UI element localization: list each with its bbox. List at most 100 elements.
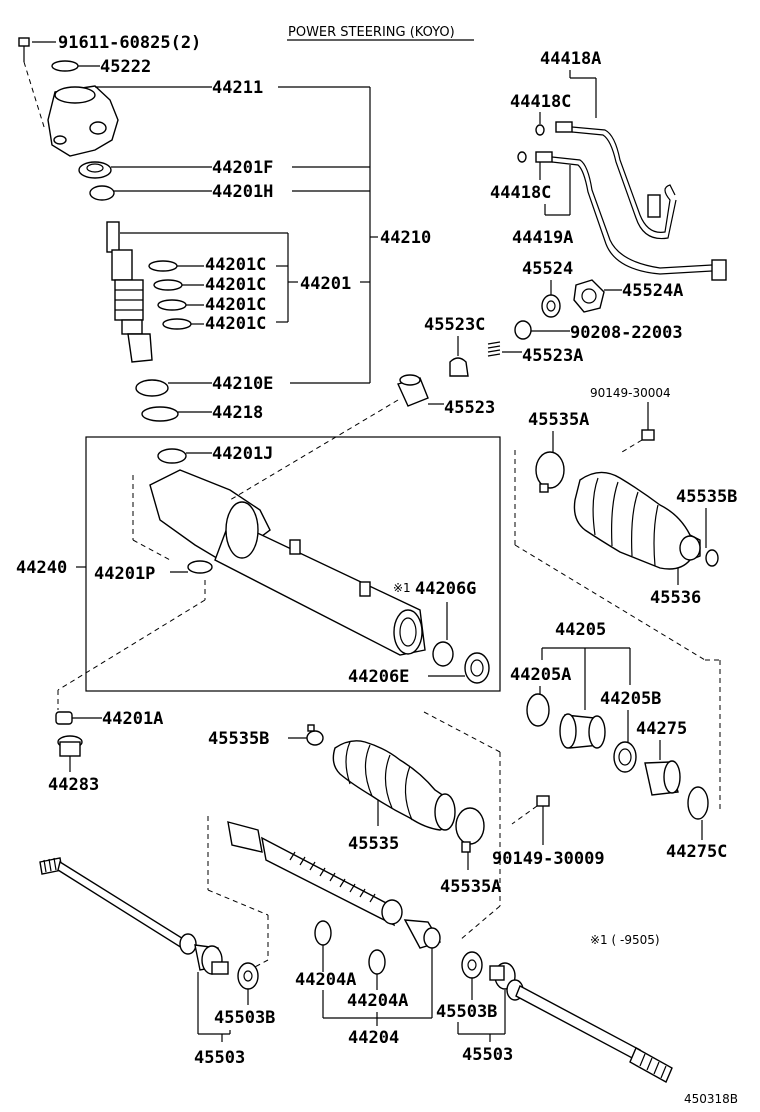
label-45535A-bottom: 45535A — [440, 877, 501, 897]
label-90149-30004: 90149-30004 — [590, 386, 671, 400]
seal-part — [89, 185, 115, 201]
ring-part — [526, 693, 550, 727]
gear-part — [541, 294, 561, 318]
label-44210E: 44210E — [212, 374, 273, 394]
label-45535B-left: 45535B — [208, 729, 269, 749]
plug-part — [55, 711, 73, 725]
label-91611-60825: 91611-60825(2) — [58, 33, 201, 53]
seal-ring-part — [157, 299, 187, 311]
label-44275: 44275 — [636, 719, 687, 739]
nut-part — [135, 379, 169, 397]
label-44204: 44204 — [348, 1028, 399, 1048]
gasket-part — [141, 406, 179, 422]
rack-part — [227, 821, 442, 949]
clamp-part — [455, 807, 485, 853]
label-44206G: 44206G — [415, 579, 476, 599]
boot-part — [573, 471, 701, 570]
bushing-part — [464, 652, 490, 684]
label-44201H: 44201H — [212, 182, 273, 202]
pressure-tube-part — [535, 121, 727, 281]
label-44418A: 44418A — [540, 49, 601, 69]
seal-ring-part — [148, 260, 178, 272]
seal-part — [187, 560, 213, 574]
label-44205B: 44205B — [600, 689, 661, 709]
label-45535A-top: 45535A — [528, 410, 589, 430]
diagram-title: POWER STEERING (KOYO) — [288, 25, 455, 40]
label-45503-left: 45503 — [194, 1048, 245, 1068]
label-90208-22003: 90208-22003 — [570, 323, 683, 343]
label-44283: 44283 — [48, 775, 99, 795]
rack-housing-group-box — [85, 436, 501, 692]
label-45523C: 45523C — [424, 315, 485, 335]
snap-ring-part — [687, 786, 709, 820]
label-44275C: 44275C — [666, 842, 727, 862]
label-44418C-top: 44418C — [510, 92, 571, 112]
label-45536: 45536 — [650, 588, 701, 608]
label-45523: 45523 — [444, 398, 495, 418]
seal-ring-part — [153, 279, 183, 291]
label-45524: 45524 — [522, 259, 573, 279]
seal-part — [432, 641, 454, 667]
label-45523A: 45523A — [522, 346, 583, 366]
o-ring-part — [535, 124, 545, 136]
spring-part — [487, 341, 501, 357]
bearing-part — [157, 448, 187, 464]
label-44218: 44218 — [212, 403, 263, 423]
boot-part — [332, 740, 456, 831]
washer-part — [51, 60, 79, 72]
label-45524A: 45524A — [622, 281, 683, 301]
label-45503-right: 45503 — [462, 1045, 513, 1065]
note-mark-1: ※1 — [393, 581, 411, 595]
clamp-part — [535, 451, 565, 493]
lock-nut-part — [237, 962, 259, 990]
rack-housing-part — [149, 469, 426, 656]
label-44201: 44201 — [300, 274, 351, 294]
bearing-part — [613, 741, 637, 773]
bushing-part — [644, 760, 681, 796]
label-44201C-2: 44201C — [205, 275, 266, 295]
label-44201J: 44201J — [212, 444, 273, 464]
clamp-part — [306, 724, 324, 746]
bearing-part — [78, 161, 112, 179]
label-45222: 45222 — [100, 57, 151, 77]
seal-ring-part — [314, 920, 332, 946]
seal-ring-part — [162, 318, 192, 330]
label-44211: 44211 — [212, 78, 263, 98]
lock-nut-part — [573, 279, 605, 313]
label-44205A: 44205A — [510, 665, 571, 685]
bolt-part — [621, 429, 655, 453]
label-45503B-left: 45503B — [214, 1008, 275, 1028]
tie-rod-part — [489, 962, 673, 1083]
label-44206E: 44206E — [348, 667, 409, 687]
label-44204A-2: 44204A — [347, 991, 408, 1011]
label-44418C-bottom: 44418C — [490, 183, 551, 203]
bolt-part — [18, 37, 30, 62]
lock-nut-part — [461, 951, 483, 979]
clamp-part — [705, 549, 719, 567]
label-44201A: 44201A — [102, 709, 163, 729]
label-44201C-4: 44201C — [205, 314, 266, 334]
valve-housing-part — [47, 85, 119, 157]
label-44204A-1: 44204A — [295, 970, 356, 990]
label-45535B-top: 45535B — [676, 487, 737, 507]
figure-id: 450318B — [684, 1092, 738, 1106]
seal-ring-part — [368, 949, 386, 975]
note-text: ※1 ( -9505) — [590, 933, 660, 947]
label-45535: 45535 — [348, 834, 399, 854]
o-ring-part — [517, 151, 527, 163]
washer-part — [514, 320, 532, 340]
tie-rod-part — [39, 857, 229, 975]
cylinder-part — [559, 713, 606, 749]
label-44201C-1: 44201C — [205, 255, 266, 275]
label-44201F: 44201F — [212, 158, 273, 178]
guide-part — [397, 374, 429, 407]
label-45503B-right: 45503B — [436, 1002, 497, 1022]
label-44240: 44240 — [16, 558, 67, 578]
pinion-shaft-part — [106, 221, 153, 363]
label-44201P: 44201P — [94, 564, 155, 584]
label-44201C-3: 44201C — [205, 295, 266, 315]
cap-part — [449, 357, 469, 377]
label-90149-30009: 90149-30009 — [492, 849, 605, 869]
label-44210: 44210 — [380, 228, 431, 248]
